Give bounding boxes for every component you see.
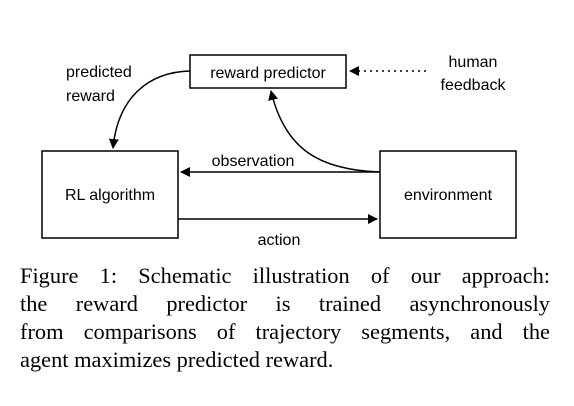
predicted-reward-label-line2: reward (66, 88, 115, 105)
predicted-reward-label-line1: predicted (66, 64, 132, 81)
caption-line: the reward predictor is trained asynchro… (20, 291, 550, 316)
human-feedback-label-line2: feedback (441, 77, 507, 94)
caption-line: Figure 1: Schematic illustration of our … (20, 263, 550, 288)
caption-line: agent maximizes predicted reward. (20, 347, 334, 372)
figure-caption: Figure 1: Schematic illustration of our … (20, 262, 550, 374)
action-label: action (258, 232, 301, 249)
environment-label: environment (404, 187, 493, 204)
observation-label: observation (212, 153, 295, 170)
environment-to-reward-predictor-arrow (268, 90, 381, 173)
rl-algorithm-box (41, 150, 179, 239)
schematic-diagram: reward predictor RL algorithm environmen… (41, 54, 517, 249)
environment-box (379, 150, 517, 239)
human-feedback-label-line1: human (449, 54, 498, 71)
reward-predictor-label: reward predictor (210, 65, 326, 82)
caption-line: from comparisons of trajectory segments,… (20, 319, 550, 344)
predicted-reward-arrow (108, 70, 191, 149)
rl-algorithm-label: RL algorithm (65, 187, 155, 204)
